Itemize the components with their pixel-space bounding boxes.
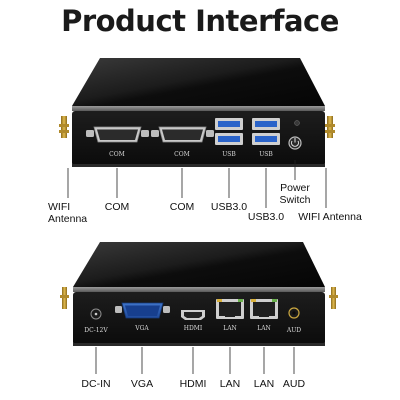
callout-hdmi: HDMI xyxy=(179,378,207,390)
vga-port-label: VGA xyxy=(134,325,149,332)
hdmi-port xyxy=(181,310,205,320)
callout-usb3-2: USB3.0 xyxy=(247,211,285,223)
power-button xyxy=(288,136,302,150)
callout-wifi-antenna-left: WIFI Antenna xyxy=(48,201,92,225)
callout-power-line1: Power xyxy=(280,182,310,194)
callout-wifi-left-line2: Antenna xyxy=(48,213,88,225)
dc-in-port-label: DC-12V xyxy=(84,327,108,334)
audio-port-label: AUD xyxy=(286,327,301,334)
callout-vga: VGA xyxy=(130,378,154,390)
com-port-1-label: COM xyxy=(109,151,125,158)
lan-port-2 xyxy=(250,299,278,319)
callout-power-switch: Power Switch xyxy=(272,182,318,206)
com-port-2 xyxy=(151,126,214,143)
usb-port-1-label: USB xyxy=(222,151,236,158)
wifi-antenna-left-connector-rear xyxy=(60,287,69,309)
lan-port-1-label: LAN xyxy=(223,325,237,332)
lan-port-2-label: LAN xyxy=(257,325,271,332)
usb-port-stack-1 xyxy=(215,118,243,145)
wifi-antenna-right-connector xyxy=(325,116,335,138)
audio-jack xyxy=(288,307,300,319)
bottom-callout-lines xyxy=(95,347,295,374)
vga-port xyxy=(115,302,170,319)
callout-wifi-antenna-right: WIFI Antenna xyxy=(298,211,362,223)
top-device-lid xyxy=(72,58,325,106)
page-title: Product Interface xyxy=(61,4,339,38)
callout-lan-1: LAN xyxy=(219,378,241,390)
com-port-1 xyxy=(86,126,149,143)
callout-lan-2: LAN xyxy=(253,378,275,390)
callout-usb3-1: USB3.0 xyxy=(210,201,248,213)
dc-in-jack xyxy=(90,308,102,320)
bottom-device: DC-12V VGA HDMI LA xyxy=(60,242,338,374)
top-device: COM COM USB USB xyxy=(59,58,335,208)
callout-dc-in: DC-IN xyxy=(81,378,111,390)
callout-wifi-left-line1: WIFI xyxy=(48,201,71,213)
callout-com-1: COM xyxy=(104,201,130,213)
callout-aud: AUD xyxy=(282,378,306,390)
callout-com-2: COM xyxy=(169,201,195,213)
lan-port-1 xyxy=(216,299,244,319)
hdmi-port-label: HDMI xyxy=(184,325,203,332)
wifi-antenna-left-connector xyxy=(59,116,69,138)
usb-port-2-label: USB xyxy=(259,151,273,158)
bottom-device-lid xyxy=(73,242,325,287)
wifi-antenna-right-connector-rear xyxy=(329,287,338,309)
com-port-2-label: COM xyxy=(174,151,190,158)
callout-power-line2: Switch xyxy=(279,194,311,206)
top-callout-lines xyxy=(67,160,327,208)
usb-port-stack-2 xyxy=(252,118,280,145)
